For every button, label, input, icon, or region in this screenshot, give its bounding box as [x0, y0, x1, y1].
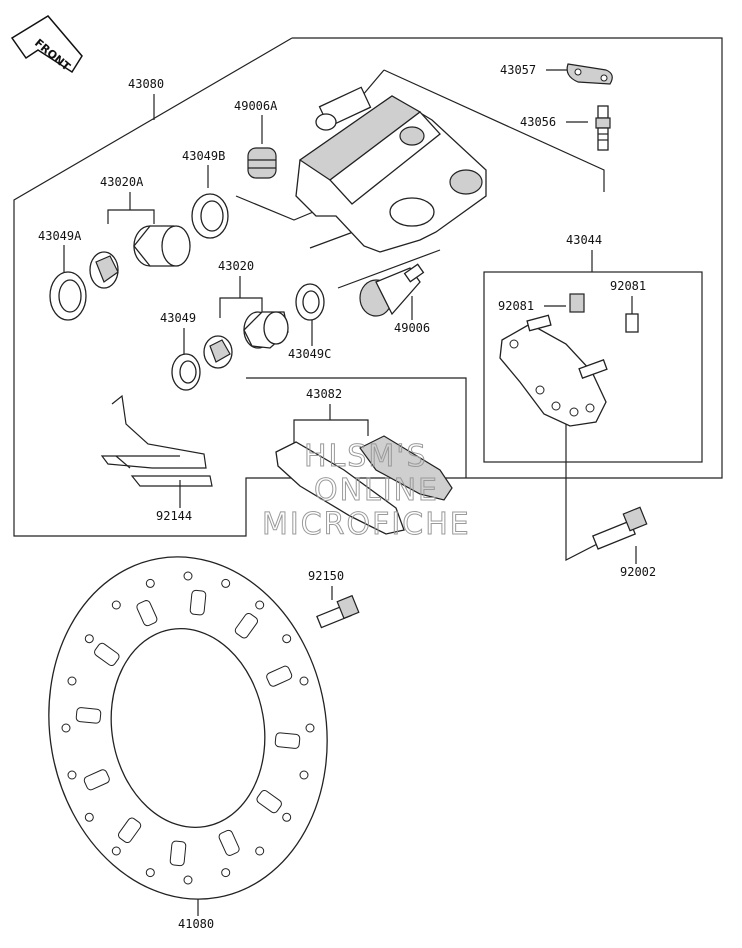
- disc-slot: [136, 600, 158, 627]
- watermark: HLSM'S ONLINE MICROFICHE: [262, 439, 471, 543]
- caliper-assembly-outline: [13, 37, 723, 537]
- label-43044: 43044: [566, 233, 602, 247]
- disc-slot: [75, 707, 102, 724]
- brake-disc-41080: [48, 556, 328, 900]
- disc-slot: [117, 817, 142, 844]
- disc-hole: [305, 723, 315, 733]
- disc-slot: [169, 840, 187, 867]
- label-92081-right: 92081: [610, 279, 646, 293]
- disc-hole: [221, 578, 231, 588]
- clip-92081-right: [625, 313, 639, 333]
- disc-slot: [83, 769, 110, 791]
- pin-boot-49006: [359, 263, 425, 317]
- label-43057: 43057: [500, 63, 536, 77]
- disc-hole: [299, 676, 309, 686]
- label-92144: 92144: [156, 509, 192, 523]
- disc-slot: [94, 642, 120, 667]
- disc-hole: [183, 875, 193, 885]
- label-92002: 92002: [620, 565, 656, 579]
- clip-92081-left: [569, 293, 585, 313]
- disc-hole: [282, 634, 292, 644]
- watermark-line-3: MICROFICHE: [262, 507, 471, 542]
- disc-hole: [111, 846, 121, 856]
- disc-slot: [274, 732, 301, 749]
- holder-box: [483, 271, 703, 463]
- label-92081-left: 92081: [498, 299, 534, 313]
- disc-hole: [84, 634, 94, 644]
- bolt-92150: [316, 594, 360, 629]
- disc-hole: [299, 770, 309, 780]
- caliper-body: [295, 86, 487, 253]
- label-92150: 92150: [308, 569, 344, 583]
- label-43020: 43020: [218, 259, 254, 273]
- seal-43049B: [191, 193, 229, 239]
- disc-hole: [111, 600, 121, 610]
- brake-pads-43082: [275, 435, 453, 535]
- disc-hole: [183, 571, 193, 581]
- disc-slot: [234, 612, 259, 639]
- disc-hole: [67, 770, 77, 780]
- disc-slot: [266, 665, 293, 687]
- seal-43049C: [295, 283, 325, 321]
- pin-boot-49006A: [247, 147, 277, 179]
- piston-43020A: [133, 225, 191, 267]
- bleeder-valve-43056: [595, 105, 611, 151]
- pad-set-box: [246, 377, 467, 478]
- holder-43044: [499, 314, 608, 427]
- disc-slot: [189, 589, 207, 616]
- label-43020A: 43020A: [100, 175, 144, 189]
- label-43049C: 43049C: [288, 347, 331, 361]
- label-43082: 43082: [306, 387, 342, 401]
- disc-holes: [61, 571, 315, 885]
- seal-43049A: [49, 271, 87, 321]
- label-43049: 43049: [160, 311, 196, 325]
- bolt-92002: [591, 506, 648, 550]
- watermark-line-1: HLSM'S: [304, 439, 428, 474]
- front-arrow-icon: FRONT: [10, 15, 83, 74]
- disc-hole: [282, 812, 292, 822]
- label-43056: 43056: [520, 115, 556, 129]
- label-43049B: 43049B: [182, 149, 225, 163]
- disc-slot: [256, 789, 282, 814]
- label-43049A: 43049A: [38, 229, 82, 243]
- disc-slot: [218, 829, 240, 856]
- bracket-plate-43057: [566, 63, 613, 85]
- disc-hole: [67, 676, 77, 686]
- disc-hole: [221, 868, 231, 878]
- seal-43049: [171, 353, 201, 391]
- label-49006: 49006: [394, 321, 430, 335]
- disc-hole: [145, 868, 155, 878]
- piston-cup-43020A: [89, 251, 119, 289]
- label-43080: 43080: [128, 77, 164, 91]
- piston-43020: [243, 311, 289, 349]
- disc-hole: [61, 723, 71, 733]
- watermark-line-2: ONLINE: [314, 473, 439, 508]
- label-49006A: 49006A: [234, 99, 278, 113]
- label-41080: 41080: [178, 917, 214, 931]
- disc-hole: [84, 812, 94, 822]
- disc-hole: [255, 600, 265, 610]
- disc-hole: [145, 578, 155, 588]
- piston-cup-43020: [203, 335, 233, 369]
- spring-92144: [100, 394, 213, 487]
- disc-hole: [255, 846, 265, 856]
